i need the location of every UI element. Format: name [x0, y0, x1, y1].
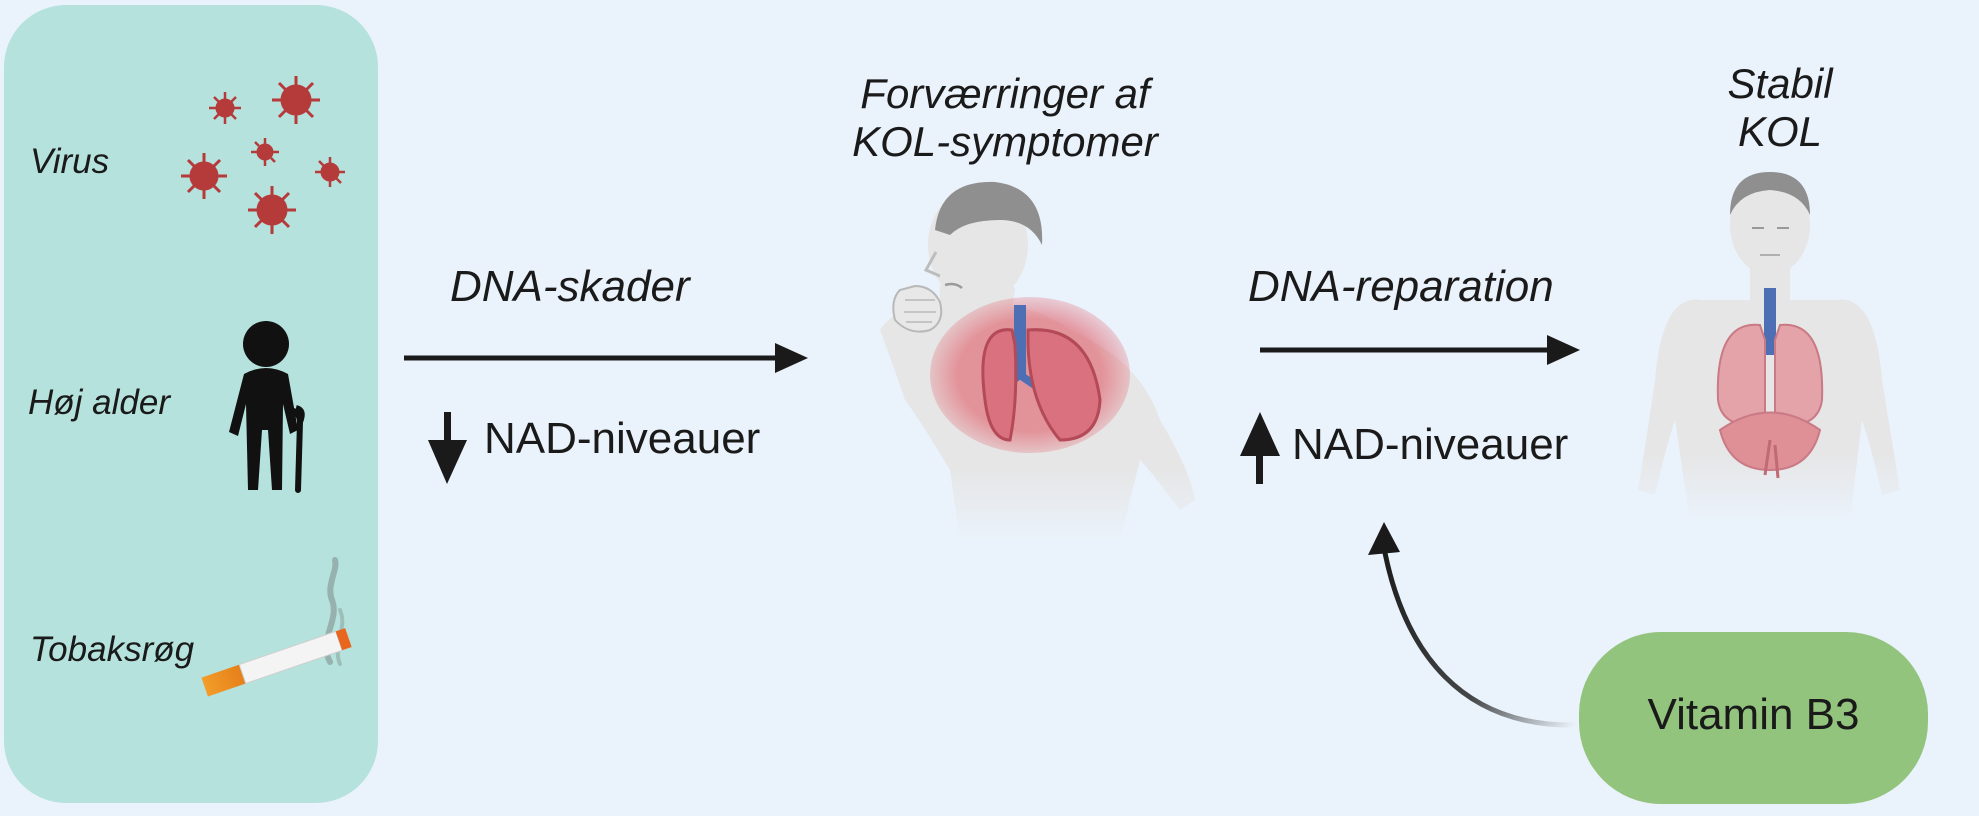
age-label: Høj alder [28, 383, 170, 422]
vitamin-curve-arrow [1368, 522, 1579, 728]
damage-arrow [404, 343, 808, 373]
coughing-person-illustration [880, 181, 1195, 540]
nad-up-label: NAD-niveauer [1292, 420, 1569, 469]
tobacco-label: Tobaksrøg [30, 630, 195, 669]
exacerbation-title-line2: KOL-symptomer [852, 118, 1158, 165]
virus-label: Virus [30, 142, 110, 181]
nad-down-label: NAD-niveauer [484, 414, 761, 463]
nad-up-arrow [1240, 412, 1280, 484]
repair-arrow [1260, 335, 1580, 365]
vitamin-b3-label: Vitamin B3 [1647, 690, 1860, 739]
dna-repair-label: DNA-reparation [1248, 262, 1554, 311]
elderly-person-icon [229, 321, 305, 493]
vitamin-b3-box [1579, 632, 1928, 804]
exacerbation-title: Forværringer af KOL-symptomer [805, 70, 1205, 166]
exacerbation-title-line1: Forværringer af [860, 70, 1150, 117]
dna-damage-label: DNA-skader [450, 262, 690, 311]
virus-icon [181, 76, 345, 234]
stable-title-line2: KOL [1737, 108, 1823, 155]
stable-person-illustration [1638, 172, 1900, 520]
stable-title: Stabil KOL [1680, 60, 1880, 156]
cigarette-icon [201, 557, 352, 697]
stable-title-line1: Stabil [1727, 60, 1833, 107]
nad-down-arrow [428, 412, 467, 484]
